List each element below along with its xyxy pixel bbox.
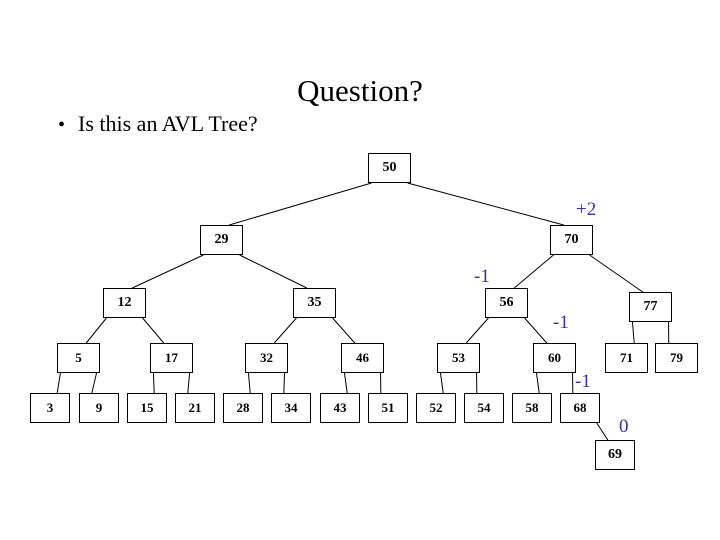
balance-factor-60: -1 — [553, 312, 569, 333]
tree-node-5[interactable]: 5 — [57, 343, 100, 373]
tree-node-label: 79 — [670, 350, 683, 365]
tree-edge-12-17 — [142, 317, 165, 344]
tree-edge-35-32 — [273, 317, 297, 344]
tree-node-32[interactable]: 32 — [245, 343, 288, 373]
tree-node-label: 54 — [477, 400, 491, 415]
tree-edge-50-70 — [407, 182, 564, 226]
tree-node-77[interactable]: 77 — [629, 292, 672, 322]
bullet-list-item: • Is this an AVL Tree? — [58, 110, 258, 139]
tree-edge-56-60 — [524, 317, 548, 344]
tree-edge-35-46 — [332, 317, 356, 344]
tree-node-label: 51 — [381, 400, 395, 415]
tree-node-label: 3 — [46, 400, 54, 415]
tree-node-56[interactable]: 56 — [485, 288, 528, 318]
tree-edge-12-5 — [85, 317, 107, 344]
tree-node-69[interactable]: 69 — [595, 440, 635, 470]
tree-edge-70-77 — [589, 254, 644, 293]
tree-node-label: 69 — [608, 447, 622, 462]
tree-node-label: 15 — [140, 400, 154, 415]
tree-edge-68-69 — [596, 422, 609, 441]
balance-factor-70: +2 — [576, 199, 597, 220]
tree-edge-60-58 — [535, 372, 540, 394]
tree-node-label: 68 — [573, 400, 587, 415]
tree-edge-53-52 — [439, 372, 444, 394]
tree-edge-32-34 — [283, 372, 286, 394]
tree-node-label: 28 — [236, 400, 250, 415]
tree-edge-56-53 — [465, 317, 489, 344]
tree-edge-29-35 — [239, 254, 307, 289]
tree-node-35[interactable]: 35 — [293, 288, 336, 318]
tree-node-9[interactable]: 9 — [79, 393, 119, 423]
tree-edge-46-43 — [343, 372, 348, 394]
tree-edge-77-71 — [631, 321, 635, 344]
tree-node-12[interactable]: 12 — [103, 288, 146, 318]
tree-node-label: 52 — [429, 400, 443, 415]
tree-node-label: 34 — [284, 400, 298, 415]
bullet-item-label: Is this an AVL Tree? — [78, 111, 258, 136]
tree-edge-70-56 — [513, 254, 554, 289]
tree-edge-29-12 — [132, 254, 204, 289]
tree-edge-50-29 — [229, 182, 372, 226]
tree-edge-32-28 — [247, 372, 251, 394]
tree-node-60[interactable]: 60 — [533, 343, 576, 373]
tree-node-50[interactable]: 50 — [368, 153, 411, 183]
tree-node-46[interactable]: 46 — [341, 343, 384, 373]
tree-node-43[interactable]: 43 — [320, 393, 360, 423]
tree-node-label: 32 — [260, 350, 273, 365]
tree-node-label: 46 — [356, 350, 369, 365]
tree-node-51[interactable]: 51 — [368, 393, 408, 423]
tree-edge-17-21 — [187, 372, 191, 394]
tree-edge-5-9 — [91, 372, 98, 394]
tree-node-label: 5 — [75, 350, 82, 365]
page-title: Question? — [297, 72, 423, 108]
tree-node-label: 35 — [307, 295, 322, 310]
tree-node-label: 71 — [620, 350, 633, 365]
tree-node-52[interactable]: 52 — [416, 393, 456, 423]
tree-node-15[interactable]: 15 — [127, 393, 167, 423]
tree-node-21[interactable]: 21 — [175, 393, 215, 423]
balance-factor-69: 0 — [619, 416, 629, 437]
tree-node-53[interactable]: 53 — [437, 343, 480, 373]
tree-node-label: 17 — [165, 350, 178, 365]
tree-node-label: 53 — [452, 350, 465, 365]
tree-node-label: 9 — [95, 400, 103, 415]
balance-factor-68: -1 — [575, 371, 591, 392]
tree-edge-5-3 — [56, 372, 61, 394]
tree-node-17[interactable]: 17 — [150, 343, 193, 373]
tree-node-label: 56 — [499, 295, 514, 310]
balance-factor-56: -1 — [474, 266, 490, 287]
tree-node-label: 50 — [382, 160, 397, 175]
tree-node-28[interactable]: 28 — [223, 393, 263, 423]
tree-node-label: 21 — [188, 400, 202, 415]
tree-node-54[interactable]: 54 — [464, 393, 504, 423]
tree-node-68[interactable]: 68 — [560, 393, 600, 423]
tree-node-34[interactable]: 34 — [271, 393, 311, 423]
tree-node-label: 43 — [333, 400, 347, 415]
tree-node-label: 70 — [564, 232, 579, 247]
bullet-marker-icon: • — [58, 114, 66, 136]
tree-node-29[interactable]: 29 — [200, 225, 243, 255]
tree-node-label: 60 — [548, 350, 561, 365]
tree-node-label: 77 — [643, 299, 658, 314]
tree-node-label: 58 — [525, 400, 539, 415]
tree-node-label: 29 — [214, 232, 229, 247]
tree-edge-17-15 — [152, 372, 155, 394]
tree-node-label: 12 — [117, 295, 132, 310]
tree-node-58[interactable]: 58 — [512, 393, 552, 423]
tree-node-79[interactable]: 79 — [655, 343, 698, 373]
tree-node-70[interactable]: 70 — [550, 225, 593, 255]
tree-node-71[interactable]: 71 — [605, 343, 648, 373]
tree-node-3[interactable]: 3 — [30, 393, 70, 423]
